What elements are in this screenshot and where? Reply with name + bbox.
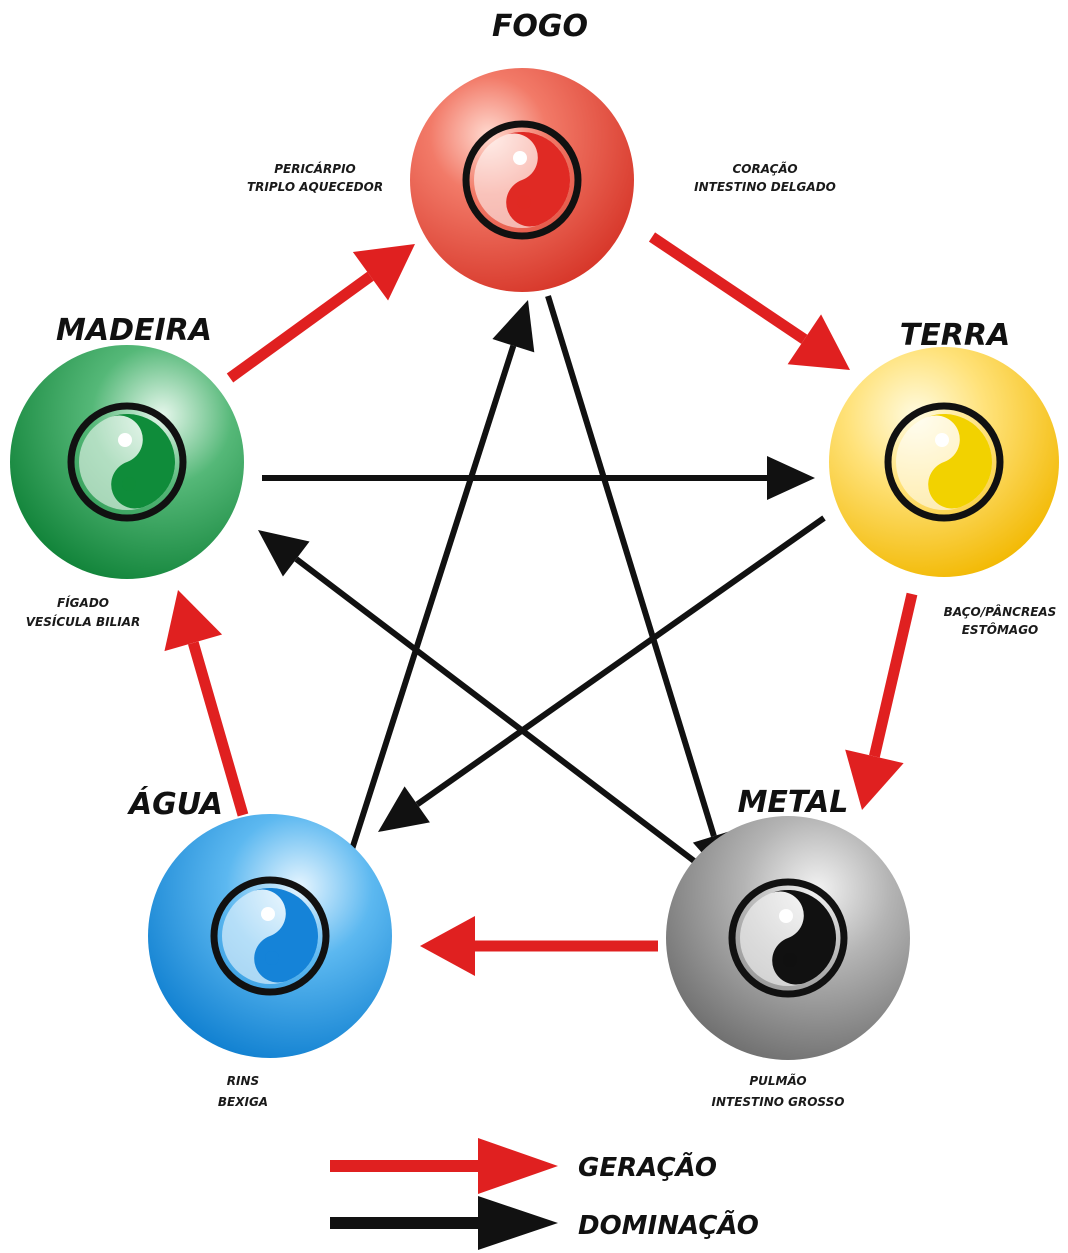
domination-arrow-fogo-metal — [545, 295, 735, 882]
legend-domination-label: DOMINAÇÃO — [578, 1209, 759, 1241]
fogo-extra-organ-1: PERICÁRPIO — [274, 161, 356, 176]
yin-yang-icon — [462, 120, 582, 240]
legend: GERAÇÃO DOMINAÇÃO — [330, 1138, 759, 1250]
legend-generation-arrow — [330, 1138, 558, 1194]
agua-title: ÁGUA — [127, 786, 223, 822]
madeira-title: MADEIRA — [56, 313, 212, 348]
generation-arrow-terra-metal — [845, 592, 918, 810]
legend-domination-arrow — [330, 1196, 558, 1250]
terra-title: TERRA — [900, 318, 1010, 353]
generation-arrow-metal-agua — [420, 916, 658, 976]
yin-yang-icon — [884, 402, 1004, 522]
yin-yang-icon — [210, 876, 330, 996]
madeira-organ-2: VESÍCULA BILIAR — [26, 614, 141, 629]
element-terra: TERRA BAÇO/PÂNCREAS ESTÔMAGO — [829, 318, 1059, 637]
generation-arrow-agua-madeira — [164, 590, 249, 817]
legend-generation-label: GERAÇÃO — [578, 1151, 717, 1183]
terra-organ-1: BAÇO/PÂNCREAS — [944, 604, 1057, 619]
metal-organ-2: INTESTINO GROSSO — [712, 1095, 845, 1109]
domination-arrow-madeira-terra — [262, 456, 815, 500]
element-metal: METAL PULMÃO INTESTINO GROSSO — [666, 785, 910, 1109]
element-madeira: MADEIRA FÍGADO VESÍCULA BILIAR — [10, 313, 244, 629]
agua-organ-1: RINS — [227, 1074, 259, 1088]
generation-arrow-fogo-terra — [648, 232, 850, 370]
fogo-title: FOGO — [492, 9, 588, 44]
arrows-layer — [164, 232, 918, 976]
madeira-organ-1: FÍGADO — [57, 595, 109, 610]
domination-arrow-terra-agua — [378, 515, 826, 832]
terra-organ-2: ESTÔMAGO — [962, 622, 1039, 637]
domination-arrow-agua-fogo — [343, 300, 535, 869]
fogo-organ-2: INTESTINO DELGADO — [694, 180, 836, 194]
yin-yang-icon — [728, 878, 848, 998]
element-agua: ÁGUA RINS BEXIGA — [127, 786, 392, 1109]
metal-organ-1: PULMÃO — [749, 1073, 806, 1088]
agua-organ-2: BEXIGA — [218, 1095, 268, 1109]
yin-yang-icon — [67, 402, 187, 522]
metal-title: METAL — [738, 785, 849, 820]
generation-arrow-madeira-fogo — [226, 244, 415, 383]
domination-arrow-metal-madeira — [258, 530, 708, 873]
fogo-extra-organ-2: TRIPLO AQUECEDOR — [247, 180, 383, 194]
fogo-organ-1: CORAÇÃO — [732, 161, 797, 176]
element-fogo: FOGO CORAÇÃO INTESTINO DELGADO PERICÁRPI… — [247, 9, 836, 292]
